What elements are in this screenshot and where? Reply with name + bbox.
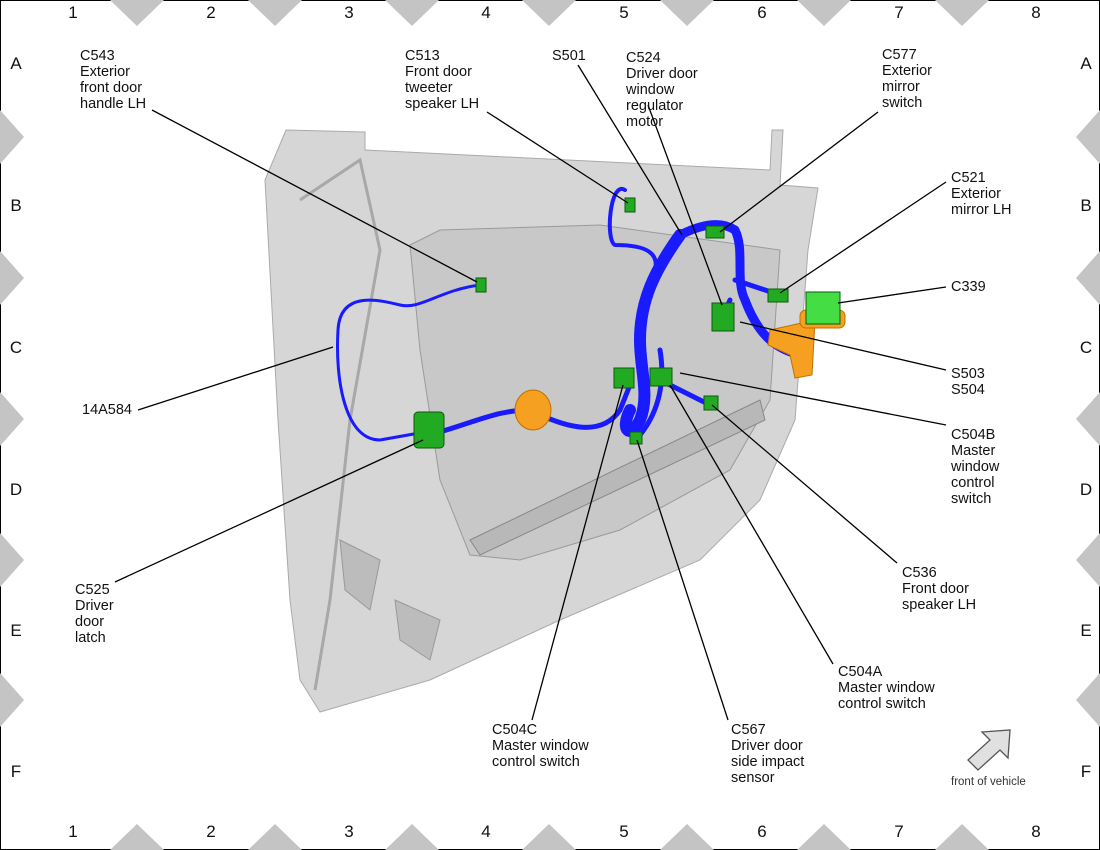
callout-harness-14a584: 14A584: [82, 402, 132, 418]
callout-c504c: C504C Master window control switch: [492, 722, 589, 770]
column-label: 8: [1031, 822, 1041, 841]
row-label: A: [10, 54, 22, 73]
connector-c567: [629, 431, 643, 445]
row-label: B: [10, 196, 22, 215]
connector-c543: [475, 277, 487, 293]
column-label: 4: [481, 3, 491, 22]
column-label: 2: [206, 3, 216, 22]
column-label: 3: [344, 822, 354, 841]
column-label: 7: [894, 3, 904, 22]
row-label: D: [1079, 480, 1093, 499]
callout-c536: C536 Front door speaker LH: [902, 565, 977, 613]
column-label: 5: [619, 3, 629, 22]
connector-c525: [413, 411, 445, 449]
leader-lines: [114, 64, 947, 721]
callout-c577: C577 Exterior mirror switch: [882, 47, 932, 111]
row-label: B: [1080, 196, 1092, 215]
callout-c525: C525 Driver door latch: [75, 582, 114, 646]
row-label: A: [1080, 54, 1092, 73]
callout-c567: C567 Driver door side impact sensor: [731, 722, 805, 786]
callout-c504b: C504B Master window control switch: [951, 427, 1000, 507]
callout-c504a: C504A Master window control switch: [838, 664, 935, 712]
row-label: D: [9, 480, 23, 499]
column-label: 7: [894, 822, 904, 841]
column-label: 1: [68, 822, 78, 841]
connector-c577: [705, 225, 725, 239]
callout-c339: C339: [951, 279, 986, 295]
arrow-up-right-icon: [967, 729, 1011, 771]
connector-c521: [767, 288, 789, 303]
connector-c513: [624, 197, 636, 213]
column-label: 4: [481, 822, 491, 841]
callout-s501: S501: [552, 48, 586, 64]
row-label: C: [1079, 338, 1093, 357]
column-label: 6: [757, 822, 767, 841]
row-label: F: [1080, 762, 1092, 781]
connector-c524: [711, 302, 735, 332]
callout-c543: C543 Exterior front door handle LH: [80, 48, 147, 112]
connector-c504c: [613, 367, 635, 389]
callout-c513: C513 Front door tweeter speaker LH: [405, 48, 480, 112]
callout-c524: C524 Driver door window regulator motor: [626, 50, 698, 130]
column-label: 8: [1031, 3, 1041, 22]
front-of-vehicle-label: front of vehicle: [951, 776, 1026, 788]
connector-c504b: [649, 367, 673, 387]
callout-c521: C521 Exterior mirror LH: [951, 170, 1012, 218]
row-label: C: [9, 338, 23, 357]
column-label: 6: [757, 3, 767, 22]
column-label: 2: [206, 822, 216, 841]
row-label: E: [10, 621, 22, 640]
row-label: F: [10, 762, 22, 781]
column-label: 3: [344, 3, 354, 22]
row-label: E: [1080, 621, 1092, 640]
callout-s503-s504: S503 S504: [951, 366, 985, 398]
connectors: [413, 197, 846, 449]
connector-c339: [805, 291, 841, 325]
speaker-component: [514, 389, 552, 431]
column-label: 1: [68, 3, 78, 22]
column-label: 5: [619, 822, 629, 841]
